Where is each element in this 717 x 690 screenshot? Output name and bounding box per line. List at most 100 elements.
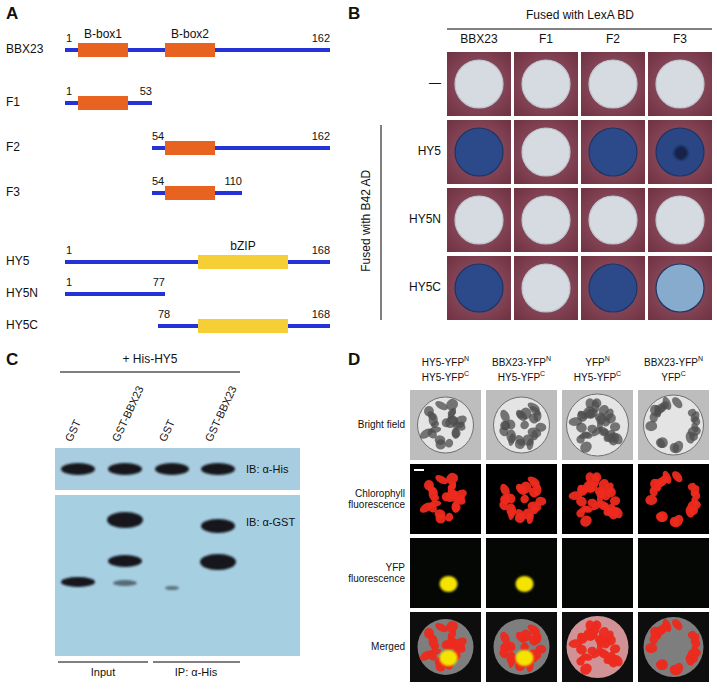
micrograph: [486, 612, 557, 682]
residue-number: 78: [158, 308, 170, 321]
superscript: N: [464, 355, 469, 363]
yeast-colony: [522, 128, 570, 176]
b-box-domain: B-box1: [78, 43, 128, 57]
chloroplast: [514, 482, 525, 494]
chloroplast: [610, 505, 625, 520]
residue-number: 168: [312, 244, 330, 257]
agar-plate: [581, 256, 645, 320]
b-box-domain: [165, 141, 215, 155]
protoplast: [644, 617, 704, 677]
chloroplast: [526, 512, 535, 525]
micrograph: [410, 390, 481, 460]
yeast-colony: [455, 60, 503, 108]
superscript: C: [464, 370, 469, 378]
chloroplast: [418, 648, 434, 663]
protein-bar: [65, 292, 165, 296]
domain-label: bZIP: [230, 240, 255, 254]
chloroplast: [418, 426, 434, 441]
row-header: —: [429, 77, 441, 91]
chloroplast: [660, 622, 670, 632]
agar-plate: [514, 120, 578, 184]
chloroplast: [660, 474, 670, 484]
protoplast: [567, 616, 629, 678]
protein-band: [113, 580, 137, 586]
group-label: Input: [91, 666, 115, 679]
protein-band: [165, 586, 179, 590]
protoplast: [644, 395, 704, 455]
chloroplast: [527, 500, 543, 513]
chloroplast: [451, 428, 461, 438]
chloroplast: [587, 646, 599, 657]
micrograph: [638, 538, 709, 608]
chloroplast: [498, 408, 511, 423]
yeast-colony: [522, 264, 570, 312]
agar-plate: [514, 52, 578, 116]
chloroplast: [601, 429, 609, 436]
chloroplast: [581, 626, 598, 643]
residue-number: 54: [152, 130, 164, 143]
agar-plate: [447, 256, 511, 320]
protein-band: [200, 554, 236, 570]
residue-number: 77: [153, 276, 165, 289]
chloroplast: [578, 431, 591, 440]
domain-label: B-box2: [171, 28, 209, 42]
micrograph: [486, 538, 557, 608]
chloroplast: [645, 420, 658, 431]
chloroplast: [429, 487, 438, 500]
micrograph: [562, 464, 633, 534]
chloroplast: [527, 426, 543, 439]
construct-name: HY5-YFP: [422, 357, 464, 369]
chloroplast: [507, 433, 516, 447]
chloroplast: [670, 439, 685, 455]
residue-number: 162: [312, 32, 330, 45]
bracket-line: [153, 662, 240, 663]
construct-name: BBX23-YFP: [644, 357, 698, 369]
yfp-nucleus: [516, 576, 534, 592]
bzip-domain: bZIP: [198, 255, 288, 269]
micrograph: [638, 390, 709, 460]
protein-band: [61, 577, 95, 587]
protein-band: [107, 512, 143, 528]
micrograph: [562, 538, 633, 608]
row-header: HY5: [418, 145, 441, 159]
chloroplast: [507, 507, 516, 521]
micrograph: [486, 464, 557, 534]
group-label: IP: α-His: [175, 666, 217, 679]
protein-band: [201, 519, 235, 533]
chloroplast: [435, 513, 446, 524]
chloroplast: [645, 494, 658, 505]
lane-label: GST-BBX23: [203, 384, 240, 444]
chloroplast: [446, 636, 460, 649]
construct-name: F2: [6, 141, 20, 155]
western-blot: [55, 495, 300, 656]
blot-label: IB: α-GST: [246, 516, 295, 529]
chloroplast: [587, 498, 599, 509]
residue-number: 1: [66, 85, 72, 98]
chloroplast: [670, 661, 685, 677]
lane-label: GST: [63, 418, 84, 444]
chloroplast: [443, 635, 461, 652]
chloroplast: [575, 643, 589, 656]
chloroplast: [443, 487, 461, 504]
chloroplast: [660, 400, 670, 410]
group-header: Fused with B42 AD: [360, 170, 374, 272]
chloroplast: [575, 495, 589, 508]
chloroplast: [498, 630, 511, 645]
group-header: + His-HY5: [122, 353, 177, 367]
chloroplast: [684, 431, 695, 445]
chloroplast: [515, 483, 529, 497]
chloroplast: [587, 424, 599, 435]
row-header: YFP fluorescence: [345, 562, 405, 585]
chloroplast: [528, 404, 542, 417]
row-header: Merged: [345, 641, 405, 653]
agar-plate: [581, 52, 645, 116]
yfp-nucleus: [440, 576, 458, 592]
chloroplast: [435, 439, 446, 450]
chloroplast: [526, 438, 535, 451]
chloroplast: [451, 502, 461, 512]
row-header: HY5C: [409, 281, 441, 295]
agar-plate: [648, 120, 712, 184]
residue-number: 54: [152, 175, 164, 188]
b-box-domain: [78, 96, 128, 110]
